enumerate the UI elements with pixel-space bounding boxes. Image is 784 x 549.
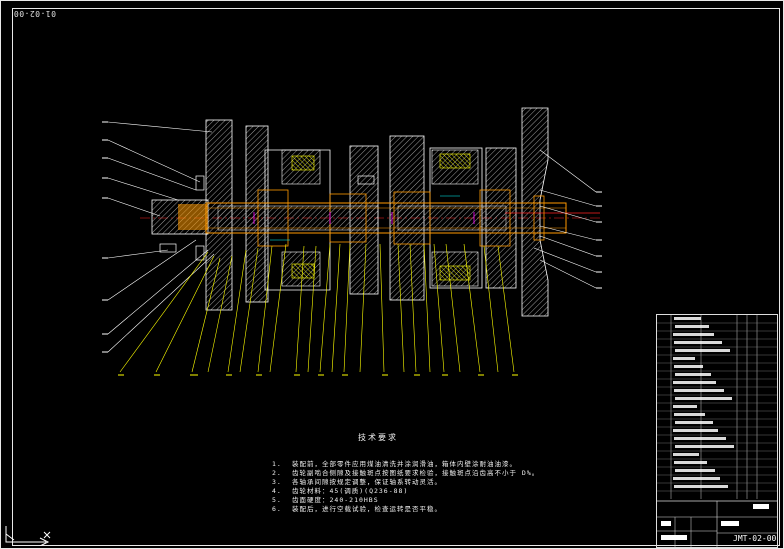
tech-note-2: 2.齿轮副啮合侧隙及接触斑点按图纸要求检验，接触斑点沿齿高不小于 D%。: [272, 469, 540, 477]
parts-list-row-text: [675, 325, 709, 328]
leader-lines-bottom: [119, 243, 515, 373]
parts-list-row-text: [673, 453, 699, 456]
bearing-right-top: [439, 153, 471, 169]
leader-lines-left: [107, 121, 215, 353]
parts-list-row-text: [673, 357, 695, 360]
parts-list-row-text: [673, 477, 720, 480]
parts-list-row-text: [675, 469, 715, 472]
tech-notes-title: 技术要求: [358, 433, 398, 442]
parts-list-table: [656, 314, 778, 548]
parts-list-row-text: [673, 405, 697, 408]
leader-lines-right: [533, 149, 597, 289]
parts-list-row-text: [673, 333, 714, 336]
parts-list-row-text: [675, 397, 732, 400]
parts-list-row-text: [675, 349, 730, 352]
parts-list-grid: [657, 315, 777, 547]
tech-note-5: 5.齿面硬度：240-210HBS: [272, 496, 379, 504]
parts-list-row-text: [675, 445, 734, 448]
parts-list-row-text: [674, 485, 728, 488]
parts-list-row-text: [674, 317, 701, 320]
parts-list-row-text: [675, 373, 711, 376]
parts-list-row-text: [674, 389, 724, 392]
bearing-right-bottom: [439, 265, 471, 281]
main-shaft: [205, 202, 567, 234]
tech-note-6: 6.装配后，进行空载试验，检查运转是否平稳。: [272, 505, 442, 513]
inner-border: [12, 8, 780, 546]
parts-list-row-text: [673, 429, 718, 432]
tech-note-1: 1.装配前，全部零件应用煤油清洗并涂润滑油，箱体内壁涂耐油油漆。: [272, 460, 517, 468]
parts-list-row-text: [674, 365, 703, 368]
bearing-left-top: [291, 155, 315, 171]
parts-list-row-text: [675, 421, 713, 424]
tech-note-4: 4.齿轮材料：45(调质)(Q236-88): [272, 487, 409, 495]
drawing-number: JMT-02-00: [733, 534, 777, 543]
parts-list-row-text: [674, 461, 707, 464]
parts-list-row-text: [674, 341, 722, 344]
parts-list-row-text: [674, 437, 726, 440]
parts-list-row-text: [673, 381, 716, 384]
parts-list-row-text: [674, 413, 705, 416]
tech-note-3: 3.各轴承间隙按规定调整，保证轴系转动灵活。: [272, 478, 442, 486]
ucs-axis-icon: [5, 526, 51, 546]
